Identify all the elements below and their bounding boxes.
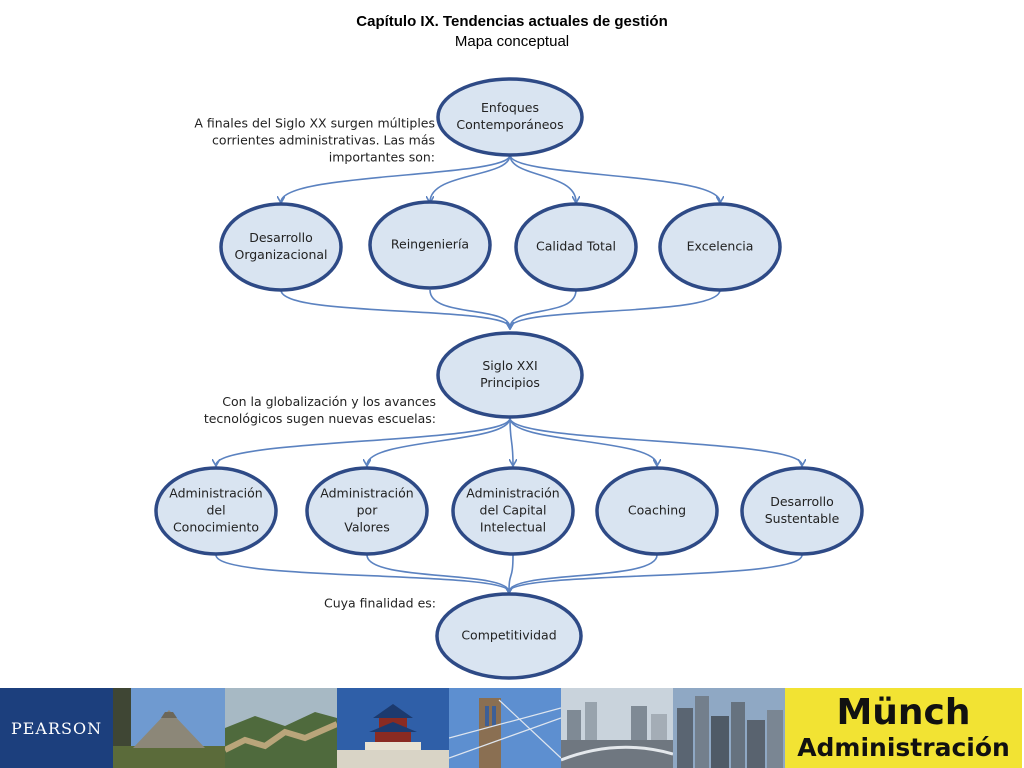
connectors: [215, 154, 803, 592]
connector-middle-to-l2-3: [509, 417, 657, 465]
level1-node-0-shape: [219, 202, 343, 292]
final-node-label: Competitividad: [461, 628, 556, 643]
maya-pyramid-photo: [113, 688, 225, 768]
root-node-shape: [436, 77, 584, 157]
final-node: Competitividad: [435, 592, 583, 680]
level1-node-0-label: Organizacional: [234, 247, 327, 262]
level1-node-1-label: Reingeniería: [391, 237, 469, 252]
level2-node-4-shape: [740, 466, 864, 556]
connector-root-to-l1-0: [281, 154, 511, 202]
slide-title: Capítulo IX. Tendencias actuales de gest…: [356, 13, 668, 30]
connector-root-to-l1-1: [430, 154, 511, 202]
slide-subtitle: Mapa conceptual: [454, 33, 570, 50]
root-node-label: Contemporáneos: [456, 117, 563, 132]
level2-node-0-label: Administración: [169, 486, 262, 501]
level2-node-2-label: del Capital: [480, 503, 547, 518]
author-name: Münch: [836, 692, 971, 733]
brooklyn-bridge-photo: [449, 688, 561, 768]
slide-header: Capítulo IX. Tendencias actuales de gest…: [0, 12, 1024, 52]
annotation-3: Cuya finalidad es:: [324, 596, 436, 611]
level2-node-1-shape: [305, 466, 429, 556]
level2-node-0-label: Conocimiento: [173, 520, 259, 535]
level1-node-0-label: Desarrollo: [249, 230, 313, 245]
connector-l2-to-final-1: [366, 554, 509, 592]
connector-middle-to-l2-2: [510, 417, 513, 465]
connector-l2-to-final-4: [509, 554, 803, 592]
annotations: A finales del Siglo XX surgen múltiples c…: [194, 116, 436, 611]
connector-middle-to-l2-4: [509, 417, 802, 465]
publisher-name: PEARSON: [10, 718, 103, 738]
level2-node-0-shape: [154, 466, 278, 556]
connector-l1-to-middle-1: [429, 289, 510, 328]
level2-node-4-label: Desarrollo: [770, 494, 834, 509]
connector-l2-to-final-3: [509, 554, 658, 592]
level1-node-2: Calidad Total: [514, 202, 638, 292]
level1-node-1-shape: [368, 200, 492, 290]
level1-node-1: Reingeniería: [368, 200, 492, 290]
level2-node-3: Coaching: [595, 466, 719, 556]
annotation-1: A finales del Siglo XX surgen múltiples: [194, 116, 435, 131]
temple-of-heaven-photo: [337, 688, 449, 768]
level2-node-0-label: del: [206, 503, 225, 518]
great-wall-photo: [225, 688, 337, 768]
level2-node-1-label: Administración: [320, 486, 413, 501]
city-highway-photo: [561, 688, 673, 768]
annotation-2: tecnológicos sugen nuevas escuelas:: [204, 411, 436, 426]
connector-l2-to-final-0: [215, 554, 509, 592]
level2-node-3-shape: [595, 466, 719, 556]
middle-node-shape: [436, 331, 584, 419]
middle-node: Siglo XXI Principios: [436, 331, 584, 419]
level2-node-1-label: por: [357, 503, 379, 518]
connector-l1-to-middle-0: [280, 289, 510, 328]
level1-node-3-shape: [658, 202, 782, 292]
middle-node-label: Principios: [480, 375, 540, 390]
root-node-label: Enfoques: [481, 100, 539, 115]
footer-banner: PEARSON: [0, 688, 1024, 768]
annotation-1: corrientes administrativas. Las más: [212, 133, 435, 148]
city-skyline-photo: [673, 688, 785, 768]
concept-map: EnfoquesContemporáneosDesarrolloOrganiza…: [154, 77, 864, 680]
annotation-1: importantes son:: [329, 150, 435, 165]
level1-node-3: Excelencia: [658, 202, 782, 292]
level2-node-3-label: Coaching: [628, 503, 686, 518]
middle-node-label: Siglo XXI: [482, 358, 537, 373]
level1-node-2-shape: [514, 202, 638, 292]
book-brand: Münch Administración: [785, 688, 1022, 768]
connector-middle-to-l2-1: [367, 417, 511, 465]
concept-nodes: EnfoquesContemporáneosDesarrolloOrganiza…: [154, 77, 864, 680]
level2-node-2-label: Intelectual: [480, 520, 546, 535]
level1-node-2-label: Calidad Total: [536, 239, 616, 254]
pearson-logo: PEARSON: [0, 688, 113, 768]
level2-node-1-label: Valores: [344, 520, 389, 535]
connector-l1-to-middle-2: [510, 289, 577, 328]
connector-root-to-l1-3: [509, 154, 720, 202]
book-title: Administración: [797, 733, 1010, 762]
connector-middle-to-l2-0: [216, 417, 511, 465]
final-node-shape: [435, 592, 583, 680]
level2-node-4-label: Sustentable: [765, 511, 840, 526]
connector-l1-to-middle-3: [510, 289, 721, 328]
level2-node-2-shape: [451, 466, 575, 556]
level1-node-3-label: Excelencia: [687, 239, 754, 254]
annotation-2: Con la globalización y los avances: [222, 394, 436, 409]
level2-node-2-label: Administración: [466, 486, 559, 501]
connector-root-to-l1-2: [509, 154, 576, 202]
